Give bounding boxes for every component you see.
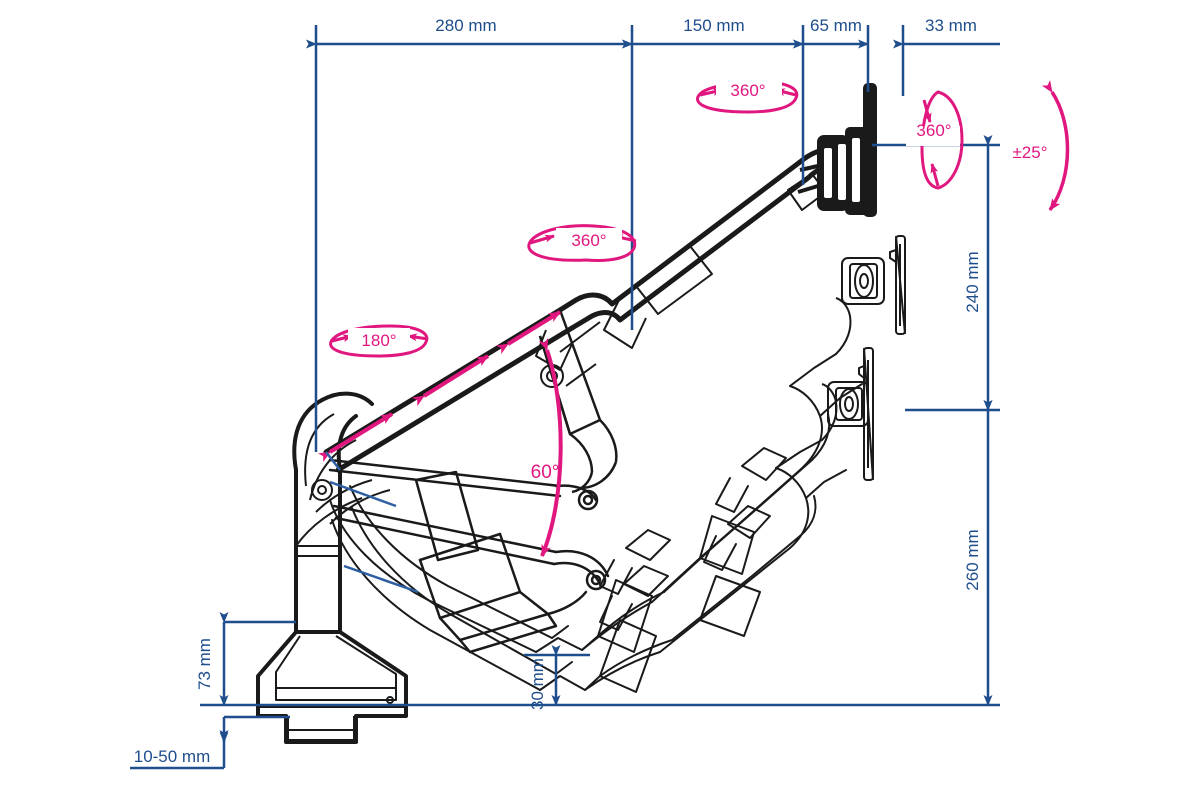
rotation-tilt-25-label: ±25° bbox=[1012, 143, 1047, 162]
rotation-180-base-label: 180° bbox=[361, 331, 396, 350]
vesa-head-ghost-low bbox=[821, 347, 874, 481]
dimension-240mm-label: 240 mm bbox=[963, 251, 982, 312]
rotation-360-top-label: 360° bbox=[730, 81, 765, 100]
rotation-360-vesa: 360° bbox=[906, 90, 964, 190]
gas-spring-struts bbox=[325, 451, 419, 594]
arm-main-boom bbox=[323, 147, 845, 473]
dimension-10-50mm: 10-50 mm bbox=[130, 715, 290, 770]
desk-clamp-base bbox=[256, 468, 408, 744]
rotation-360-elbow-label: 360° bbox=[571, 231, 606, 250]
arm-main-boom-detail bbox=[535, 173, 827, 388]
rotation-tilt-25: ±25° bbox=[1012, 80, 1070, 212]
dimension-150mm-label: 150 mm bbox=[683, 16, 744, 35]
desk-clamp-detail bbox=[275, 545, 397, 741]
dimension-260mm: 260 mm bbox=[963, 400, 993, 706]
right-leader-lines bbox=[320, 143, 1000, 707]
dimension-280mm-label: 280 mm bbox=[435, 16, 496, 35]
rotation-360-elbow: 360° bbox=[527, 224, 637, 262]
rotation-lift-60: 60° bbox=[531, 337, 563, 557]
dimension-30mm: 30 mm bbox=[524, 645, 590, 710]
arm-motion-arrows bbox=[318, 310, 562, 463]
dimension-280mm: 280 mm bbox=[306, 16, 633, 49]
dimension-73mm: 73 mm bbox=[195, 612, 320, 707]
extension-lines bbox=[314, 25, 905, 452]
dimension-73mm-label: 73 mm bbox=[195, 638, 214, 690]
rotation-180-base: 180° bbox=[329, 324, 429, 358]
dimension-33mm: 33 mm bbox=[893, 16, 1000, 49]
arm-lower-linkage bbox=[328, 458, 610, 654]
vesa-head-main-slots bbox=[824, 138, 860, 202]
dimension-65mm-label: 65 mm bbox=[810, 16, 862, 35]
rotation-360-top: 360° bbox=[696, 80, 799, 114]
rotation-360-vesa-label: 360° bbox=[916, 121, 951, 140]
dimension-240mm: 240 mm bbox=[963, 135, 993, 411]
dimension-33mm-label: 33 mm bbox=[925, 16, 977, 35]
vesa-head-ghost-mid bbox=[835, 235, 906, 355]
rotation-lift-60-label: 60° bbox=[531, 462, 560, 483]
dimension-150mm: 150 mm bbox=[622, 16, 804, 49]
dimension-10-50mm-label: 10-50 mm bbox=[134, 747, 211, 766]
dimension-30mm-label: 30 mm bbox=[528, 658, 547, 710]
dimension-65mm: 65 mm bbox=[793, 16, 869, 49]
dimension-260mm-label: 260 mm bbox=[963, 529, 982, 590]
